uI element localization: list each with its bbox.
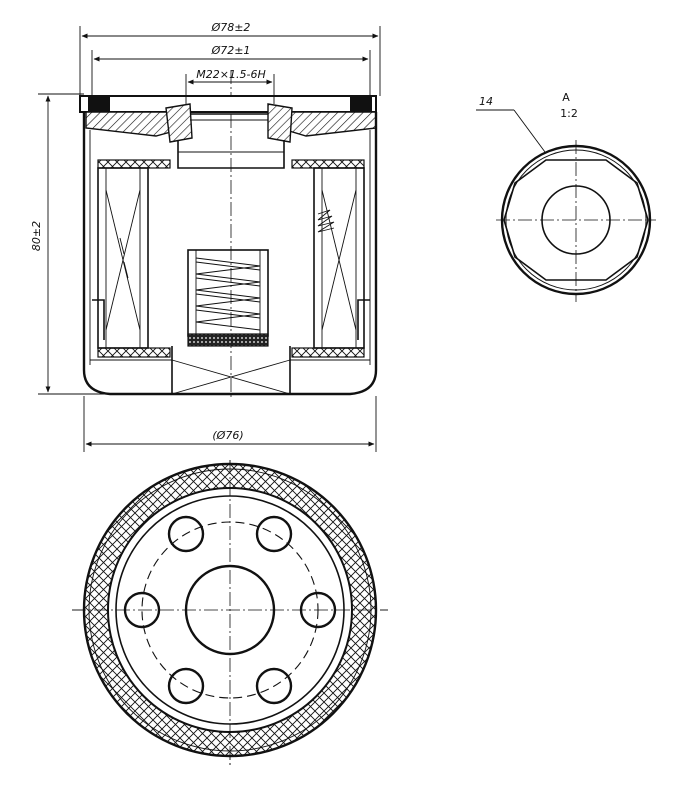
cover-plate-left bbox=[85, 111, 179, 137]
dim-inner-diameter: Ø72±1 bbox=[211, 44, 251, 57]
bypass-valve bbox=[187, 249, 269, 347]
inlet-hole bbox=[255, 667, 293, 705]
filter-media-left bbox=[97, 167, 149, 349]
wrench-flats bbox=[503, 159, 649, 281]
valve-seat bbox=[187, 333, 269, 347]
filter-media-right bbox=[313, 167, 365, 349]
detail-scale: 1:2 bbox=[560, 107, 578, 120]
section-view: Ø78±2 Ø72±1 M22×1.5-6H 80±2 (Ø76) bbox=[30, 21, 381, 452]
dim-height: 80±2 bbox=[30, 221, 43, 251]
detail-label: A bbox=[562, 91, 570, 104]
detail-inner-circle bbox=[541, 185, 611, 255]
gasket-left-block bbox=[88, 96, 110, 112]
end-cap-top-right bbox=[291, 159, 365, 169]
gasket-right-block bbox=[350, 96, 372, 112]
detail-outer-circle bbox=[500, 144, 652, 296]
end-cap-bottom-left bbox=[97, 347, 171, 358]
housing-outline bbox=[82, 112, 378, 396]
gasket-top bbox=[79, 95, 377, 113]
detail-view-a: A 1:2 14 bbox=[476, 91, 656, 302]
detail-callout: 14 bbox=[479, 95, 493, 108]
thread-boss-left bbox=[165, 103, 193, 143]
cover-plate-right bbox=[285, 111, 377, 137]
inlet-hole bbox=[167, 515, 205, 553]
end-cap-bottom-right bbox=[291, 347, 365, 358]
dim-thread: M22×1.5-6H bbox=[196, 68, 265, 81]
inlet-hole bbox=[167, 667, 205, 705]
inlet-hole bbox=[255, 515, 293, 553]
dim-outer-diameter: Ø78±2 bbox=[211, 21, 251, 34]
bottom-view bbox=[72, 460, 388, 768]
thread-boss-right bbox=[267, 103, 293, 143]
end-cap-top-left bbox=[97, 159, 171, 169]
valve-spring bbox=[195, 257, 261, 331]
dim-body-diameter: (Ø76) bbox=[212, 429, 243, 442]
